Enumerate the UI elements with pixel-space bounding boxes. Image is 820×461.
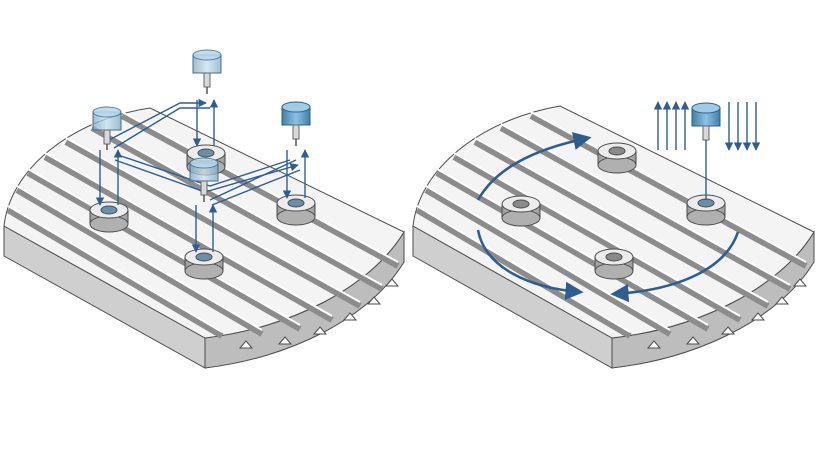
right-rotary-table — [412, 101, 815, 369]
right-bushing-1 — [501, 195, 541, 227]
right-bushing-2 — [597, 142, 637, 174]
left-rotary-table — [3, 49, 405, 369]
right-up-arrows — [653, 101, 690, 150]
left-approach-arrows — [95, 99, 310, 253]
right-probe — [691, 102, 721, 200]
left-probe-1 — [92, 106, 122, 150]
left-bushing-4 — [184, 248, 224, 280]
right-bushing-4 — [594, 248, 634, 280]
left-bushing-3 — [276, 194, 316, 226]
right-down-arrows — [724, 102, 761, 151]
left-bushing-1 — [89, 201, 129, 233]
right-slot-notches — [646, 278, 808, 349]
right-bushing-3 — [686, 194, 726, 226]
right-rotation-arrow — [476, 132, 740, 303]
right-t-slots — [415, 113, 808, 339]
left-probe-4 — [189, 157, 219, 202]
left-slot-notches — [238, 278, 400, 349]
left-probe-2 — [192, 49, 222, 94]
left-probe-3 — [281, 101, 311, 146]
